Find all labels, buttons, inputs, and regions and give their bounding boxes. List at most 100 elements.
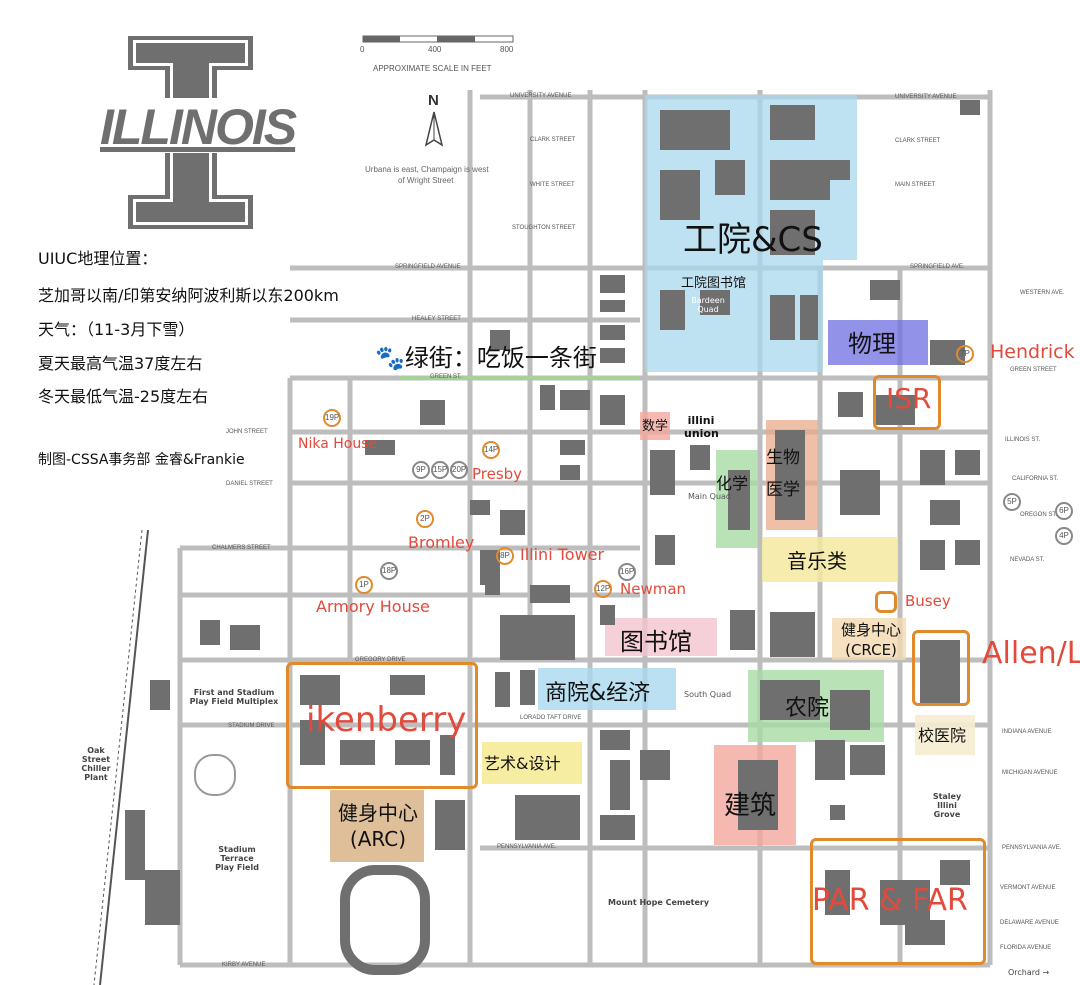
north-letter: N — [428, 92, 439, 109]
ring-15p: 15P — [431, 461, 449, 479]
street-white: WHITE STREET — [530, 182, 575, 188]
street-stadium: STADIUM DRIVE — [228, 723, 275, 729]
street-delaware: DELAWARE AVENUE — [1000, 920, 1059, 926]
street-gregory: GREGORY DRIVE — [355, 657, 406, 663]
street-clark-east: CLARK STREET — [895, 138, 941, 144]
zone-bio-med: 生物医学 — [766, 448, 800, 500]
isr-outline — [873, 375, 941, 430]
allen-outline — [912, 630, 970, 706]
place-mount-hope: Mount Hope Cemetery — [608, 898, 710, 907]
street-daniel: DANIEL STREET — [226, 481, 273, 487]
main-quad-label: Main Quad — [688, 492, 731, 501]
street-john: JOHN STREET — [226, 429, 268, 435]
street-indiana: INDIANA AVENUE — [1002, 729, 1052, 735]
ikenberry-outline — [286, 662, 478, 789]
street-university: UNIVERSITY AVENUE — [510, 93, 572, 99]
zone-allen: Allen/LAR — [982, 636, 1080, 671]
street-vermont: VERMONT AVENUE — [1000, 885, 1056, 891]
street-healey: HEALEY STREET — [412, 316, 461, 322]
ring-20p: 20P — [450, 461, 468, 479]
street-oregon: OREGON ST. — [1020, 512, 1058, 518]
ring-19p: 19P — [323, 409, 341, 427]
scale-caption: APPROXIMATE SCALE IN FEET — [373, 64, 492, 73]
zone-chemistry: 化学 — [716, 474, 749, 493]
ring-16p: 16P — [618, 563, 636, 581]
dorm-armory: Armory House — [316, 597, 430, 616]
zone-agriculture: 农院 — [785, 696, 830, 721]
info-credit: 制图-CSSA事务部 金睿&Frankie — [38, 452, 245, 468]
info-line-3: 夏天最高气温37度左右 — [38, 354, 203, 373]
ring-9p: 9P — [412, 461, 430, 479]
south-quad-label: South Quad — [684, 690, 732, 699]
place-oak-chiller: Oak Street Chiller Plant — [81, 746, 111, 782]
north-note-2: of Wright Street — [398, 176, 454, 185]
dorm-bromley: Bromley — [408, 533, 475, 552]
street-california: CALIFORNIA ST. — [1012, 476, 1059, 482]
place-first-stadium: First and Stadium Play Field Multiplex — [189, 688, 279, 706]
illinois-logo-text: ILLINOIS — [100, 99, 297, 155]
street-western: WESTERN AVE. — [1020, 290, 1065, 296]
street-pennsylvania: PENNSYLVANIA AVE. — [497, 844, 557, 850]
ring-4p: 4P — [1055, 527, 1073, 545]
ring-18p: 18P — [380, 562, 398, 580]
zone-library: 图书馆 — [620, 628, 692, 656]
place-stadium-terrace: Stadium Terrace Play Field — [215, 845, 259, 872]
street-green: GREEN ST. — [430, 374, 462, 380]
street-nevada: NEVADA ST. — [1010, 557, 1045, 563]
street-university-east: UNIVERSITY AVENUE — [895, 94, 957, 100]
zone-health: 校医院 — [918, 726, 967, 745]
par-far-outline — [810, 838, 986, 965]
ring-8p: 8P — [496, 547, 514, 565]
scale-tick-0: 0 — [360, 45, 365, 54]
zone-isr: ISR — [886, 382, 932, 415]
dorm-nika: Nika House — [298, 436, 378, 452]
zone-architecture: 建筑 — [724, 791, 777, 821]
scale-tick-400: 400 — [428, 45, 442, 54]
dorm-presby: Presby — [472, 465, 523, 483]
street-green-east: GREEN STREET — [1010, 367, 1057, 373]
ring-7p: 7P — [956, 345, 974, 363]
zone-bardeen: Bardeen Quad — [691, 296, 725, 314]
street-lorado: LORADO TAFT DRIVE — [520, 715, 582, 721]
info-line-4: 冬天最低气温-25度左右 — [38, 387, 209, 406]
street-springfield: SPRINGFIELD AVENUE — [395, 264, 461, 270]
info-line-2: 天气：（11-3月下雪） — [38, 320, 195, 339]
info-title: UIUC地理位置： — [38, 249, 158, 268]
zone-par-far: PAR & FAR — [812, 883, 968, 918]
busey-outline — [875, 591, 897, 613]
zone-art: 艺术&设计 — [484, 754, 561, 773]
zone-crce: 健身中心(CRCE) — [840, 621, 901, 659]
zone-arc: 健身中心(ARC) — [338, 801, 418, 851]
scale-tick-800: 800 — [500, 45, 514, 54]
street-pennsylvania-east: PENNSYLVANIA AVE. — [1002, 845, 1062, 851]
place-orchard: Orchard → — [1008, 968, 1050, 977]
ring-2p: 2P — [416, 510, 434, 528]
street-clark: CLARK STREET — [530, 137, 576, 143]
zone-physics: 物理 — [848, 330, 896, 358]
street-illinois: ILLINOIS ST. — [1005, 437, 1041, 443]
zone-union: illini union — [684, 414, 719, 440]
ring-6p: 6P — [1055, 502, 1073, 520]
street-springfield-east: SPRINGFIELD AVE. — [910, 264, 965, 270]
place-staley: Staley Illini Grove — [932, 792, 962, 819]
zone-engineering: 工院&CS — [683, 220, 823, 260]
street-main: MAIN STREET — [895, 182, 936, 188]
ring-12p: 12P — [594, 580, 612, 598]
zone-business: 商院&经济 — [545, 681, 651, 706]
green-street-label: 🐾绿街：吃饭一条街 — [375, 344, 597, 372]
zone-eng-library: 工院图书馆 — [681, 276, 747, 291]
ring-1p: 1P — [355, 576, 373, 594]
info-line-1: 芝加哥以南/印第安纳阿波利斯以东200km — [38, 286, 339, 305]
street-kirby: KIRBY AVENUE — [222, 962, 266, 968]
zone-ikenberry: ikenberry — [306, 700, 467, 740]
zone-music: 音乐类 — [787, 549, 847, 573]
ring-14p: 14P — [482, 441, 500, 459]
dorm-hendrick: Hendrick — [990, 341, 1075, 363]
zone-math: 数学 — [642, 419, 669, 434]
street-michigan: MICHIGAN AVENUE — [1002, 770, 1058, 776]
ring-5p: 5P — [1003, 493, 1021, 511]
dorm-illini-tower: Illini Tower — [520, 545, 605, 564]
dorm-busey: Busey — [905, 592, 951, 610]
street-chalmers: CHALMERS STREET — [212, 545, 271, 551]
